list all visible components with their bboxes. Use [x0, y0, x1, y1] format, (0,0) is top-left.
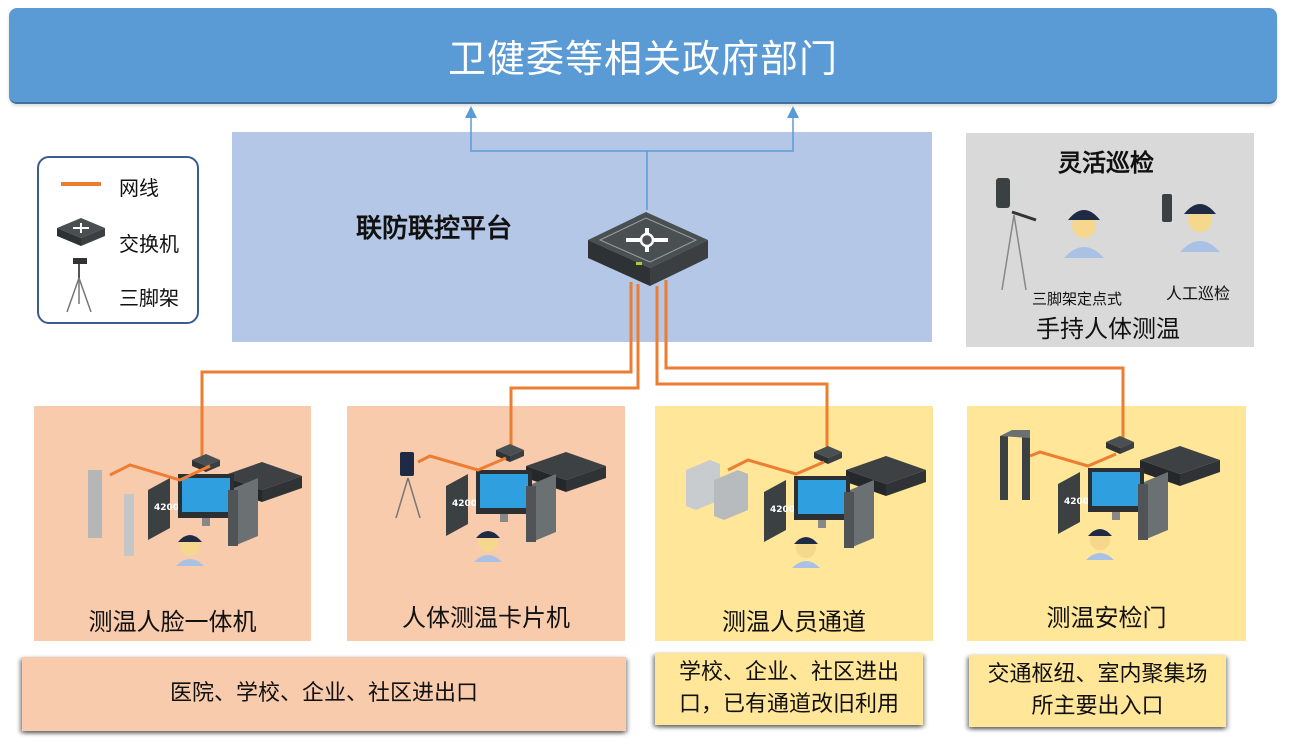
note-line-2: 所主要出入口 — [1031, 694, 1164, 719]
legend-label-switch: 交换机 — [119, 232, 179, 256]
patrol-subtitle: 手持人体测温 — [1036, 315, 1180, 343]
note-locations-2: 学校、企业、社区进出口，已有通道改旧利用 — [655, 653, 923, 725]
panel-label: 测温人员通道 — [722, 608, 866, 636]
arrow-up-icon — [787, 106, 799, 118]
note-locations-1: 医院、学校、企业、社区进出口 — [22, 657, 626, 731]
panel-security-gate: 测温安检门 — [967, 406, 1246, 641]
panel-thermal-card-camera: 人体测温卡片机 — [347, 406, 625, 641]
note-line-1: 学校、企业、社区进出 — [678, 660, 899, 685]
panel-face-terminal: 测温人脸一体机 — [34, 406, 311, 641]
government-departments-banner: 卫健委等相关政府部门 — [9, 8, 1277, 104]
legend-label-cable: 网线 — [119, 176, 159, 200]
patrol-title: 灵活巡检 — [1058, 149, 1154, 177]
panel-label: 测温安检门 — [1046, 604, 1167, 632]
flexible-patrol-panel: 灵活巡检 三脚架定点式 人工巡检 手持人体测温 — [966, 133, 1254, 347]
panel-personnel-channel: 测温人员通道 — [655, 406, 933, 641]
note-line-2: 口，已有通道改旧利用 — [678, 692, 899, 717]
note-text: 医院、学校、企业、社区进出口 — [169, 681, 478, 706]
platform-title: 联防联控平台 — [356, 214, 513, 244]
joint-control-platform-area — [232, 132, 932, 342]
switch-icon — [57, 218, 105, 246]
manual-patrol-label: 人工巡检 — [1166, 284, 1231, 303]
tripod-fixed-label: 三脚架定点式 — [1032, 290, 1123, 308]
tripod-icon — [66, 258, 92, 313]
legend: 网线 交换机 三脚架 — [37, 156, 199, 324]
network-cable-icon — [61, 182, 101, 186]
panel-label: 人体测温卡片机 — [402, 604, 570, 632]
arrow-up-icon — [465, 106, 477, 118]
note-locations-3: 交通枢纽、室内聚集场所主要出入口 — [969, 655, 1226, 727]
banner-title: 卫健委等相关政府部门 — [447, 36, 838, 81]
note-line-1: 交通枢纽、室内聚集场 — [987, 662, 1208, 687]
legend-label-tripod: 三脚架 — [119, 286, 179, 310]
panel-label: 测温人脸一体机 — [88, 608, 257, 636]
